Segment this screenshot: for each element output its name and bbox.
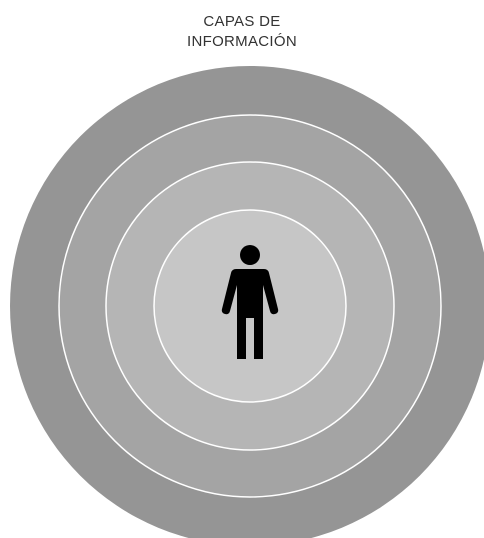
title-line-1: CAPAS DE	[203, 13, 281, 30]
person-icon	[221, 245, 279, 359]
diagram-title: CAPAS DE INFORMACIÓN	[0, 12, 484, 52]
title-line-2: INFORMACIÓN	[187, 33, 297, 50]
